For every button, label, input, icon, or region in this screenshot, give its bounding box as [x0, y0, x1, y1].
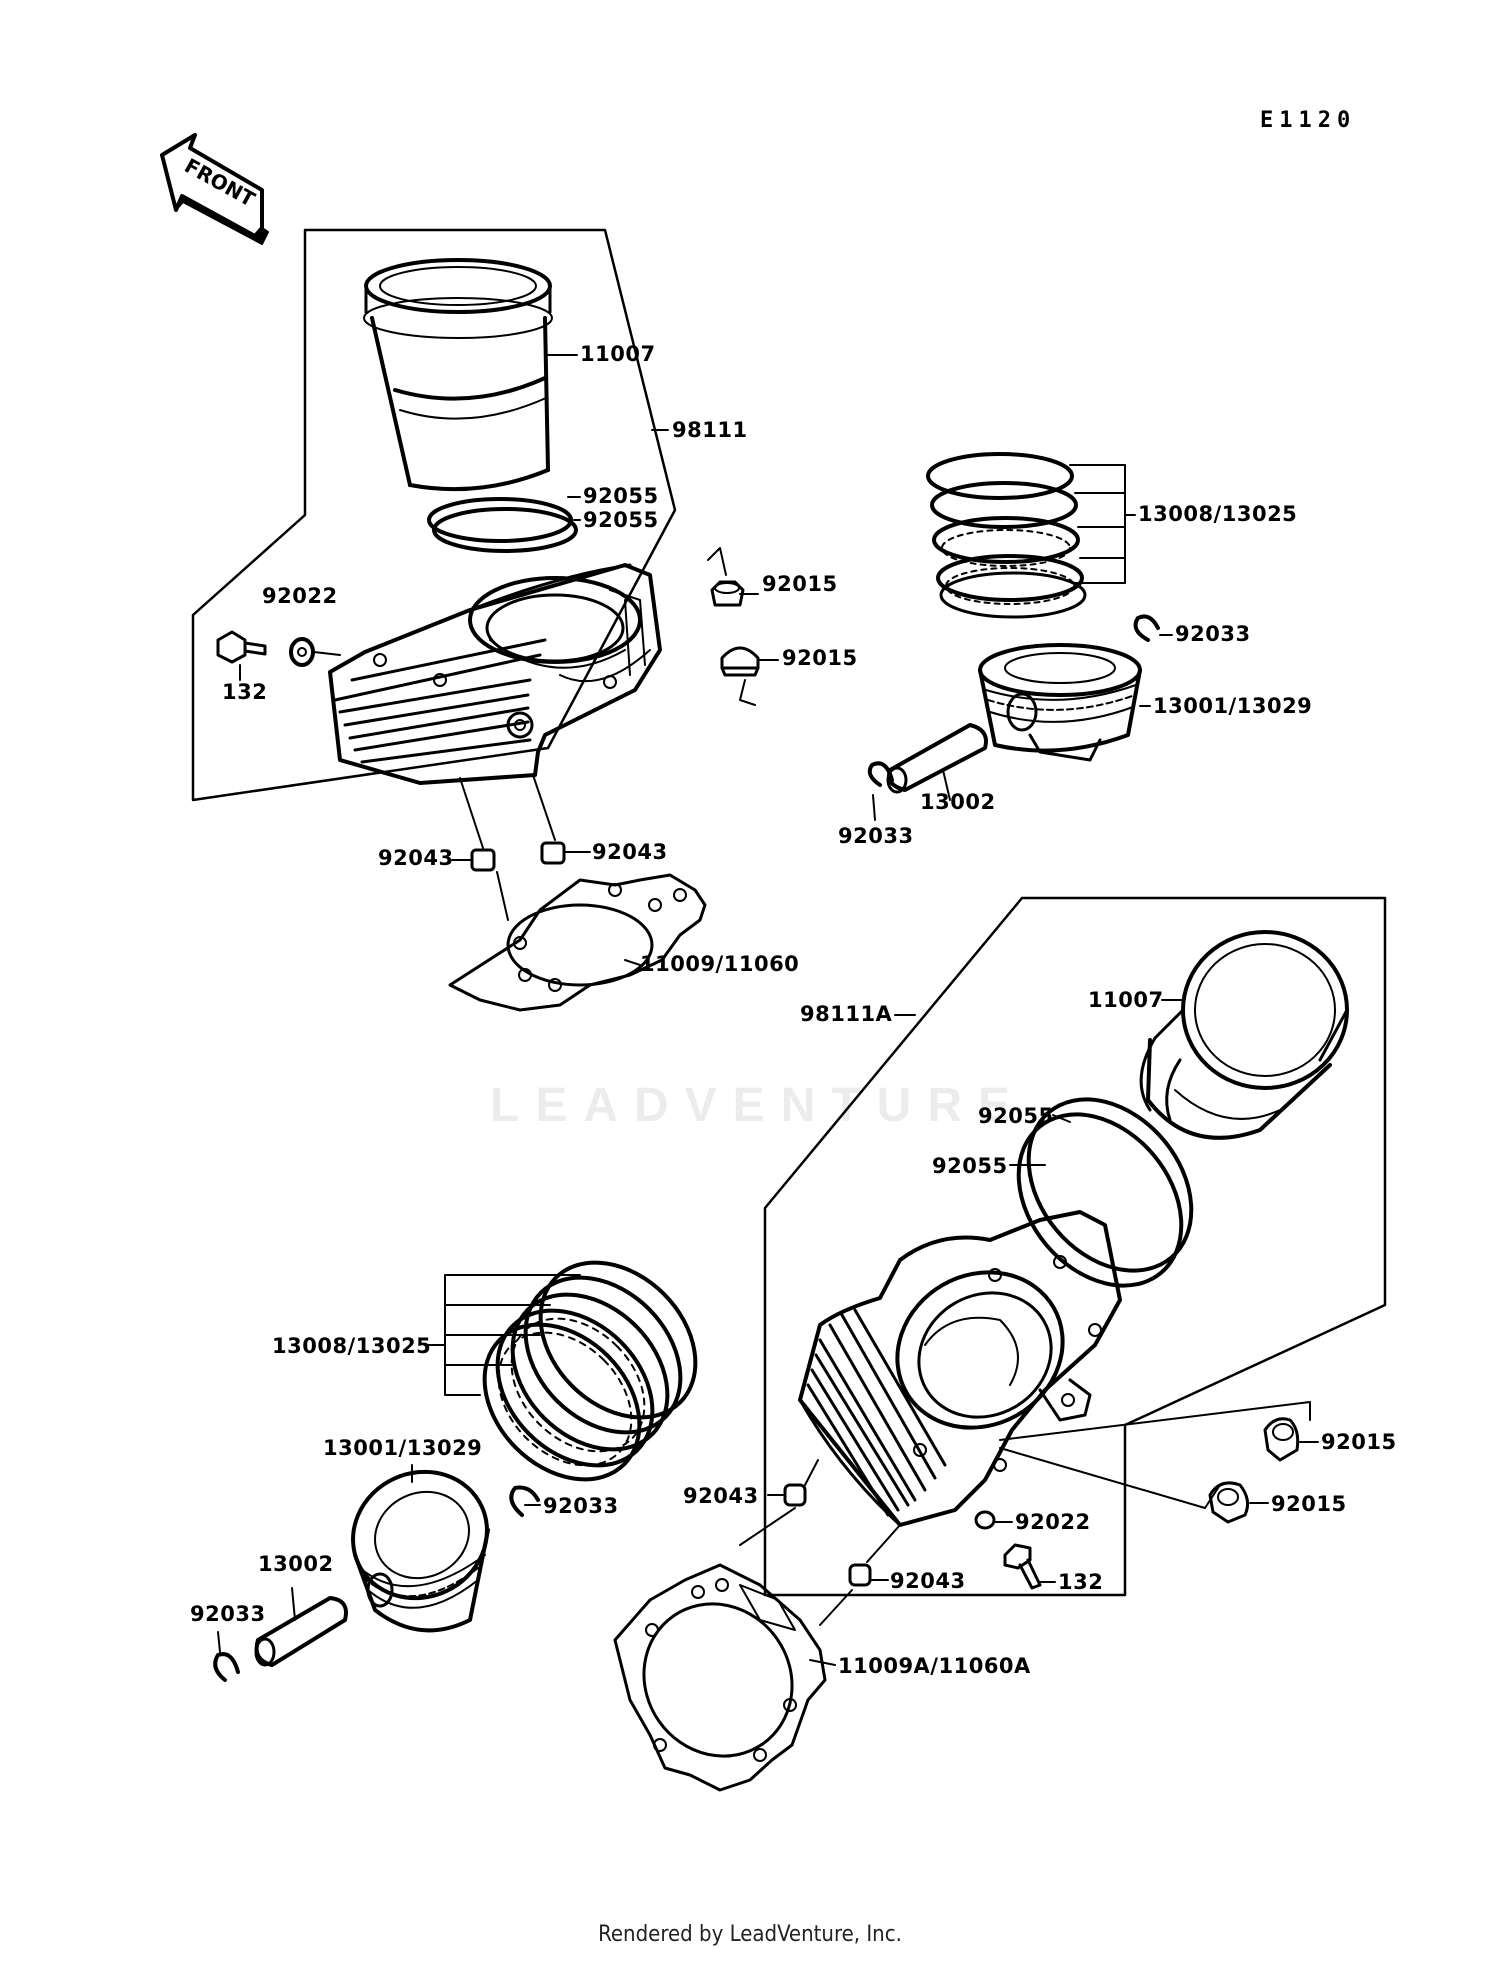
label-92033-b1: 92033	[543, 1494, 619, 1518]
wrist-pin-top	[886, 723, 988, 794]
label-98111: 98111	[672, 418, 748, 442]
label-92043-b2: 92043	[890, 1569, 966, 1593]
label-92055-a2: 92055	[583, 508, 659, 532]
label-92033-a2: 92033	[838, 824, 914, 848]
footer-credit: Rendered by LeadVenture, Inc.	[598, 1922, 902, 1947]
label-98111A: 98111A	[800, 1002, 893, 1026]
label-13008-b: 13008/13025	[272, 1334, 432, 1358]
circlip-92033-a1	[1133, 614, 1160, 642]
o-rings-bottom	[1016, 1097, 1194, 1288]
washer-92022-a	[289, 637, 315, 667]
dowel-92043-a1	[470, 848, 496, 872]
watermark: LEADVENTURE	[490, 1079, 1027, 1132]
label-92055-b2: 92055	[932, 1154, 1008, 1178]
cylinder-sleeve-top	[363, 258, 553, 492]
piston-rings-bottom	[482, 1260, 698, 1482]
piston-bottom	[351, 1469, 490, 1633]
piston-top	[978, 643, 1142, 762]
label-92022-a: 92022	[262, 584, 338, 608]
label-11007-b: 11007	[1088, 988, 1164, 1012]
dowel-92043-b2	[848, 1563, 872, 1587]
front-arrow-icon	[160, 133, 269, 245]
label-13001-a: 13001/13029	[1153, 694, 1313, 718]
o-rings-top	[427, 497, 578, 553]
label-92015-b2: 92015	[1271, 1492, 1347, 1516]
dowel-92043-b1	[783, 1483, 807, 1507]
label-92043-a1: 92043	[378, 846, 454, 870]
circlip-92033-b1	[509, 1485, 540, 1517]
dowel-92043-a2	[540, 841, 566, 865]
nut-92015-a2	[720, 646, 760, 677]
label-92033-b2: 92033	[190, 1602, 266, 1626]
wrist-pin-bottom	[254, 1596, 348, 1667]
assembly-box-98111	[191, 228, 677, 802]
cylinder-sleeve-bottom	[1139, 930, 1349, 1140]
nut-92015-b2	[1208, 1481, 1250, 1524]
label-92015-b1: 92015	[1321, 1430, 1397, 1454]
piston-rings-top	[926, 452, 1087, 619]
label-92055-a1: 92055	[583, 484, 659, 508]
label-92015-a2: 92015	[782, 646, 858, 670]
label-92022-b: 92022	[1015, 1510, 1091, 1534]
leader-13008-a	[1069, 464, 1126, 584]
head-gasket-bottom	[613, 1563, 827, 1792]
label-11009-b: 11009A/11060A	[838, 1654, 1031, 1678]
label-92055-b1: 92055	[978, 1104, 1054, 1128]
label-13002-b: 13002	[258, 1552, 334, 1576]
label-13001-b: 13001/13029	[323, 1436, 483, 1460]
diagram-code: E1120	[1260, 108, 1357, 133]
cylinder-block-bottom	[798, 1210, 1122, 1527]
washer-92022-b	[974, 1510, 996, 1530]
head-gasket-top	[448, 873, 707, 1012]
nut-92015-a1	[710, 580, 745, 607]
nut-92015-b1	[1263, 1417, 1300, 1462]
label-13002-a: 13002	[920, 790, 996, 814]
label-11009-a: 11009/11060	[640, 952, 800, 976]
bolt-132-a	[216, 630, 267, 664]
label-11007-a: 11007	[580, 342, 656, 366]
label-92033-a1: 92033	[1175, 622, 1251, 646]
label-92043-b1: 92043	[683, 1484, 759, 1508]
assembly-box-98111A	[763, 896, 1387, 1597]
label-132-b: 132	[1058, 1570, 1104, 1594]
circlip-92033-b2	[213, 1652, 240, 1682]
bolt-132-b	[1003, 1543, 1042, 1590]
label-13008-a: 13008/13025	[1138, 502, 1298, 526]
circlip-92033-a2	[867, 761, 894, 787]
label-92043-a2: 92043	[592, 840, 668, 864]
cylinder-block-top	[328, 563, 662, 785]
label-92015-a1: 92015	[762, 572, 838, 596]
label-132-a: 132	[222, 680, 268, 704]
